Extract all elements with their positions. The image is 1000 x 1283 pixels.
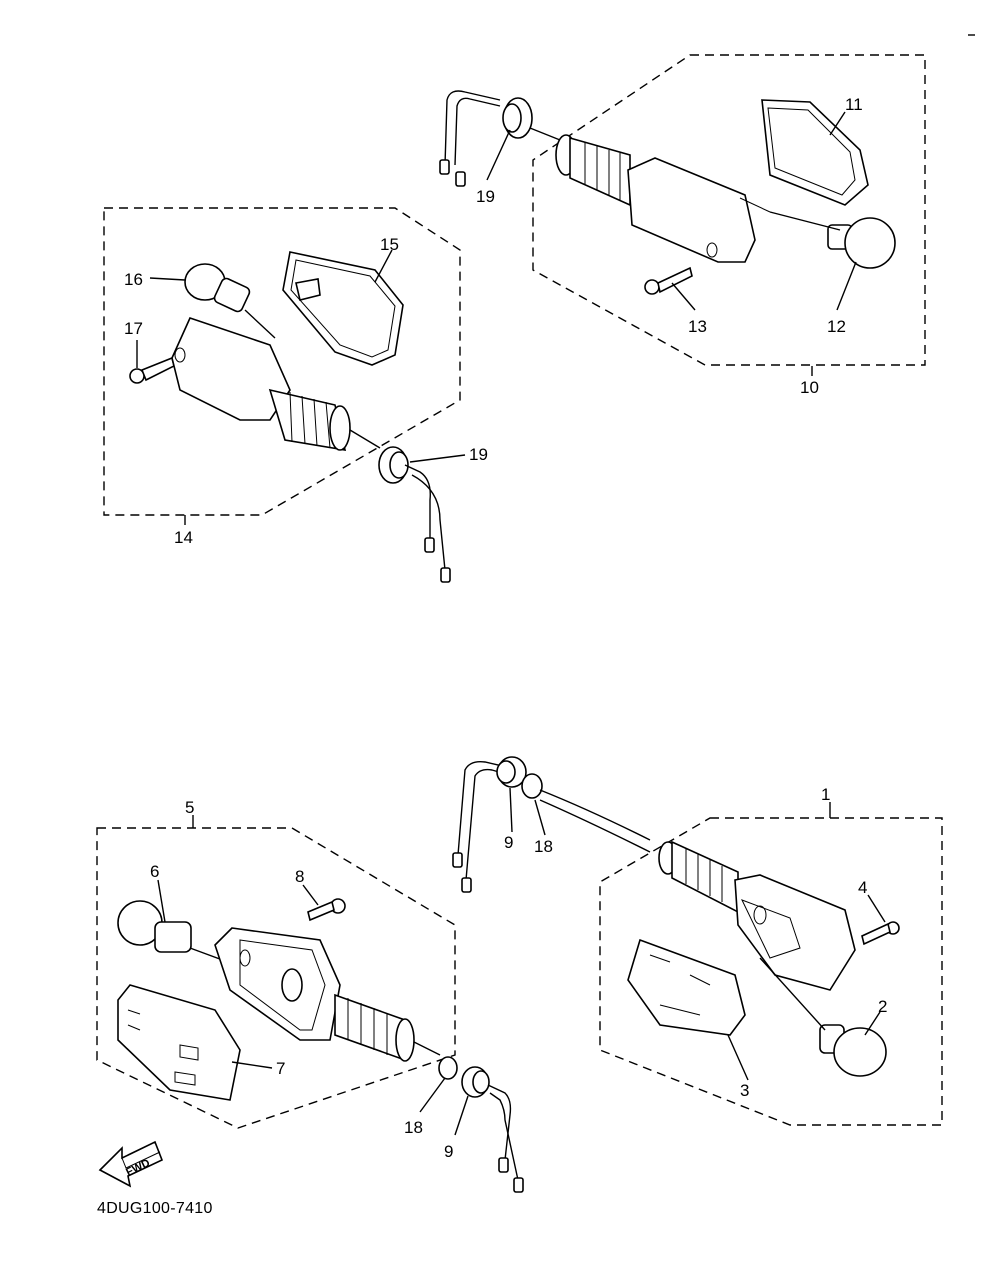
callout-10: 10 bbox=[800, 378, 819, 397]
callout-19-top: 19 bbox=[476, 187, 495, 206]
assembly-5: 5 6 8 7 18 9 bbox=[96, 798, 524, 1193]
callout-14: 14 bbox=[174, 528, 193, 547]
screw-4 bbox=[861, 921, 900, 946]
assembly-5-boundary bbox=[96, 827, 456, 1129]
callout-5: 5 bbox=[185, 798, 194, 817]
assembly-14: 15 16 17 19 14 bbox=[103, 207, 488, 583]
screw-8 bbox=[307, 898, 346, 922]
assembly-10: 11 12 13 19 10 bbox=[439, 54, 926, 397]
assembly-14-boundary bbox=[103, 207, 461, 516]
assembly-1: 1 4 2 3 9 18 bbox=[452, 756, 943, 1126]
callout-7: 7 bbox=[276, 1059, 285, 1078]
callout-2: 2 bbox=[878, 997, 887, 1016]
callout-16: 16 bbox=[124, 270, 143, 289]
callout-4: 4 bbox=[858, 878, 867, 897]
callout-18-right: 18 bbox=[534, 837, 553, 856]
collar-18-left bbox=[438, 1056, 458, 1080]
diagram-code: 4DUG100-7410 bbox=[97, 1200, 213, 1217]
grommet-9-left bbox=[461, 1066, 490, 1098]
callout-15: 15 bbox=[380, 235, 399, 254]
callout-13: 13 bbox=[688, 317, 707, 336]
callout-11: 11 bbox=[845, 95, 863, 114]
turn-signal-body-14 bbox=[171, 317, 381, 451]
callout-3: 3 bbox=[740, 1081, 749, 1100]
callout-9-right: 9 bbox=[504, 833, 513, 852]
callout-19-left: 19 bbox=[469, 445, 488, 464]
lens-3 bbox=[627, 938, 746, 1036]
callout-8: 8 bbox=[295, 867, 304, 886]
callout-18-left: 18 bbox=[404, 1118, 423, 1137]
grommet-19-left bbox=[378, 446, 409, 484]
callout-17: 17 bbox=[124, 319, 143, 338]
assembly-10-boundary bbox=[532, 54, 926, 366]
callout-9-left: 9 bbox=[444, 1142, 453, 1161]
callout-6: 6 bbox=[150, 862, 159, 881]
lens-11 bbox=[761, 99, 869, 206]
turn-signal-body-1 bbox=[658, 840, 856, 991]
turn-signal-body-5 bbox=[214, 927, 441, 1062]
collar-18-right bbox=[521, 773, 543, 799]
bulb-6 bbox=[117, 900, 192, 953]
turn-signal-body-10 bbox=[555, 134, 771, 263]
lens-7 bbox=[117, 984, 241, 1101]
screw-13 bbox=[644, 266, 693, 295]
callout-12: 12 bbox=[827, 317, 846, 336]
grommet-9-right bbox=[496, 756, 527, 788]
grommet-19-top bbox=[502, 97, 533, 139]
fwd-arrow-icon: FWD bbox=[98, 1140, 164, 1188]
callout-1: 1 bbox=[821, 785, 830, 804]
bulb-16 bbox=[184, 263, 251, 313]
bulb-12 bbox=[827, 217, 896, 269]
assembly-1-boundary bbox=[599, 817, 943, 1126]
lens-15 bbox=[282, 251, 404, 366]
bulb-2 bbox=[819, 1024, 887, 1077]
